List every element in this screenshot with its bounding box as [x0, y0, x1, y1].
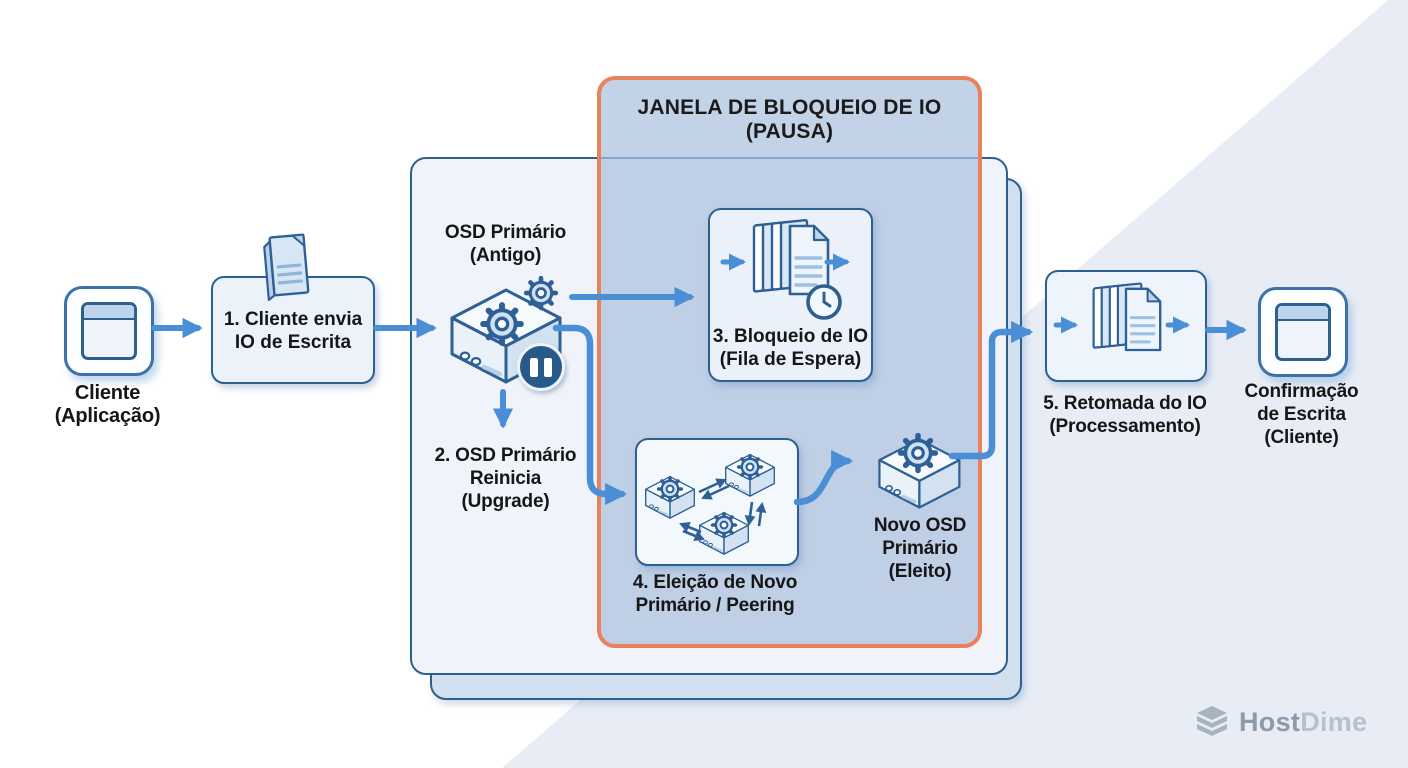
- step1-label: 1. Cliente envia IO de Escrita: [213, 308, 373, 354]
- window-title-line1: JANELA DE BLOQUEIO DE IO: [637, 96, 942, 119]
- window-title-line2: (PAUSA): [745, 120, 834, 143]
- hostdime-logo: HostDime: [1193, 703, 1367, 741]
- confirm-label-line2: de Escrita: [1257, 404, 1346, 425]
- step2-label-line1: 2. OSD Primário: [434, 445, 577, 466]
- confirm-node: [1258, 287, 1348, 377]
- step5-label-line2: (Processamento): [1049, 416, 1201, 437]
- client-label-line2: (Aplicação): [54, 405, 161, 427]
- app-window-icon: [1275, 303, 1331, 361]
- gear-icon: [901, 436, 936, 471]
- hostdime-logo-icon: [1197, 706, 1227, 736]
- confirm-label-line1: Confirmação: [1244, 381, 1359, 402]
- osd-old-label-line2: (Antigo): [469, 245, 542, 266]
- step5-label-line1: 5. Retomada do IO: [1043, 393, 1207, 414]
- client-node: [64, 286, 154, 376]
- step4-label-line2: Primário / Peering: [635, 595, 795, 616]
- step3-label-line1: 3. Bloqueio de IO: [712, 326, 869, 347]
- logo-dime: Dime: [1300, 706, 1368, 737]
- osd-new-label-line2: Primário: [882, 538, 958, 559]
- step1-label-line1: 1. Cliente envia: [223, 309, 363, 330]
- step4-label: 4. Eleição de Novo Primário / Peering: [615, 571, 815, 617]
- peering-arrows: [679, 478, 767, 541]
- step2-label: 2. OSD Primário Reinicia (Upgrade): [413, 444, 598, 513]
- hostdime-logo-text: HostDime: [1239, 707, 1367, 738]
- mini-server-icon: [698, 511, 750, 556]
- osd-new-label-line3: (Eleito): [888, 561, 952, 582]
- step2-label-line3: (Upgrade): [461, 491, 550, 512]
- confirm-label-line3: (Cliente): [1264, 427, 1339, 448]
- osd-new-label: Novo OSD Primário (Eleito): [855, 514, 985, 583]
- mini-server-icon: [724, 453, 776, 498]
- step2-label-line2: Reinicia: [469, 468, 542, 489]
- gear-icon: [526, 278, 556, 308]
- step3-label-line2: (Fila de Espera): [719, 349, 862, 370]
- peering-cluster-icon: [644, 453, 776, 556]
- document-icon: [262, 233, 311, 302]
- step4-label-line1: 4. Eleição de Novo: [632, 572, 798, 593]
- osd-old-label-line1: OSD Primário: [444, 222, 567, 243]
- step5-label: 5. Retomada do IO (Processamento): [1030, 392, 1220, 438]
- osd-new-server-icon: [877, 424, 962, 510]
- mini-server-icon: [644, 475, 696, 520]
- client-label: Cliente (Aplicação): [30, 382, 185, 428]
- confirm-label: Confirmação de Escrita (Cliente): [1234, 380, 1369, 449]
- pause-icon: [517, 343, 565, 391]
- io-resume-stack-icon: [1092, 281, 1162, 352]
- io-queue-stack-icon: [752, 218, 842, 320]
- app-window-icon: [81, 302, 137, 360]
- step1-label-line2: IO de Escrita: [234, 332, 352, 353]
- osd-new-label-line1: Novo OSD: [873, 515, 967, 536]
- window-titlebar: [84, 305, 134, 320]
- logo-host: Host: [1239, 706, 1301, 737]
- osd-old-label: OSD Primário (Antigo): [428, 221, 583, 267]
- gear-icon: [483, 305, 521, 343]
- step3-label: 3. Bloqueio de IO (Fila de Espera): [710, 325, 871, 371]
- window-title: JANELA DE BLOQUEIO DE IO (PAUSA): [601, 96, 978, 144]
- client-label-line1: Cliente: [74, 382, 141, 404]
- clock-icon: [806, 284, 842, 320]
- window-titlebar: [1278, 306, 1328, 321]
